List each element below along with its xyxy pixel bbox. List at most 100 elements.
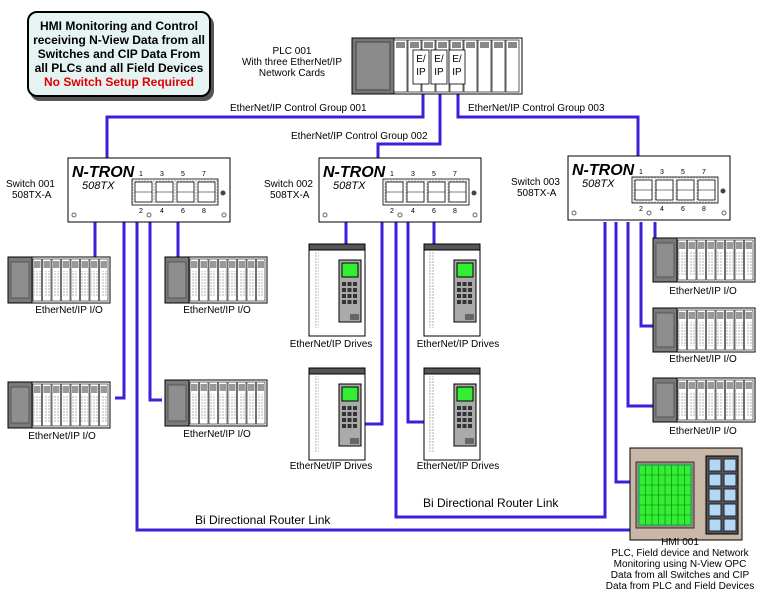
enip-card-text-bottom: IP: [434, 67, 444, 78]
drive-keypad-key: [342, 300, 346, 304]
drive-keypad-key: [462, 412, 467, 416]
io-module-terminal: [210, 394, 217, 420]
link-sw2-drive-3: [362, 222, 384, 426]
io-rack-power-face: [655, 382, 675, 418]
io-module-led-strip: [745, 382, 752, 389]
io-module-led-strip: [745, 242, 752, 249]
io-module-terminal: [53, 396, 60, 422]
plc-001: E/IPE/IPE/IP: [351, 37, 523, 95]
io-module-led-strip: [679, 382, 686, 389]
io-module-led-strip: [229, 261, 236, 268]
io-module-terminal: [53, 271, 60, 297]
io-module-terminal: [229, 394, 236, 420]
drive-keypad-key: [462, 294, 467, 298]
drive-display: [456, 262, 474, 278]
io-module-terminal: [81, 271, 88, 297]
switch-port-number-bottom: 4: [160, 208, 164, 215]
io-module-led-strip: [257, 384, 264, 391]
io-module-led-strip: [34, 386, 41, 393]
switch-port-number-top: 5: [681, 169, 685, 176]
drive-keypad-key: [353, 294, 357, 298]
drive-side-vent: [429, 252, 434, 328]
hmi-key: [723, 458, 737, 472]
drive-keypad-key: [468, 300, 472, 304]
switch-brand-logo: N-TRON: [72, 164, 135, 181]
callout-highlight: No Switch Setup Required: [43, 75, 194, 89]
switch-port-number-bottom: 4: [411, 208, 415, 215]
hmi-label: HMI 001 PLC, Field device and Network Mo…: [600, 537, 760, 592]
io-module-terminal: [219, 271, 226, 297]
drive-4: [423, 367, 481, 461]
io-module-terminal: [229, 271, 236, 297]
group-002-label: EtherNet/IP Control Group 002: [291, 131, 428, 142]
io-module-terminal: [707, 252, 714, 276]
drive-keypad-key: [457, 418, 461, 422]
drive-keypad-key: [353, 288, 357, 292]
io-module-led-strip: [717, 382, 724, 389]
io-module-led-strip: [200, 384, 207, 391]
io-rack-power-face: [655, 242, 675, 278]
io-module-led-strip: [238, 384, 245, 391]
enip-card-2: E/IP: [430, 49, 448, 85]
drive-2: [423, 243, 481, 337]
drive-top-bar: [423, 367, 481, 375]
io-module-terminal: [745, 392, 752, 416]
io-module-led-strip: [219, 261, 226, 268]
io-module-led-strip: [53, 386, 60, 393]
switch-screw: [146, 212, 152, 218]
drive-keypad-key: [347, 282, 352, 286]
switch-model-text: 508TX: [582, 178, 615, 190]
drive-connector: [350, 438, 359, 444]
io-module-led-strip: [81, 261, 88, 268]
io-module-terminal: [679, 252, 686, 276]
switch-status-led: [471, 190, 477, 196]
switch-screw: [472, 212, 478, 218]
io-rack-6: [652, 307, 756, 353]
hmi-key: [708, 518, 722, 532]
callout-line-3: Switches and CIP Data From: [37, 47, 201, 61]
io-module-led-strip: [736, 382, 743, 389]
drive-label-2: EtherNet/IP Drives: [416, 339, 500, 350]
io-module-terminal: [34, 396, 41, 422]
io-module-terminal: [745, 322, 752, 346]
io-module-led-strip: [53, 261, 60, 268]
io-module-led-strip: [745, 312, 752, 319]
drive-keypad-key: [353, 418, 357, 422]
drive-display: [456, 386, 474, 402]
io-module-led-strip: [248, 384, 255, 391]
io-module-led-strip: [257, 261, 264, 268]
drive-keypad-key: [342, 406, 346, 410]
io-module-terminal: [688, 322, 695, 346]
hmi-001: [629, 447, 743, 541]
router-link-label-1: Bi Directional Router Link: [195, 513, 331, 527]
switch-port-number-bottom: 6: [432, 208, 436, 215]
drive-keypad-key: [347, 288, 352, 292]
switch-status-led: [220, 190, 226, 196]
switch-screw: [397, 212, 403, 218]
io-module-led-strip: [191, 384, 198, 391]
plc-slot: [393, 39, 408, 93]
io-module-terminal: [679, 322, 686, 346]
io-module-led-strip: [72, 386, 79, 393]
drive-keypad-key: [347, 412, 352, 416]
plc-slot-led: [410, 42, 419, 48]
plc-label: PLC 001 With three EtherNet/IP Network C…: [232, 46, 352, 79]
drive-keypad-key: [457, 424, 461, 428]
io-module-terminal: [726, 392, 733, 416]
io-rack-power-face: [655, 312, 675, 348]
drive-display: [341, 386, 359, 402]
drive-keypad-key: [457, 412, 461, 416]
switch-002-label: Switch 002 508TX-A: [264, 179, 313, 201]
plc-slot: [477, 39, 492, 93]
io-module-terminal: [91, 396, 98, 422]
switch-001-name: Switch 001: [6, 179, 55, 190]
io-module-led-strip: [688, 242, 695, 249]
io-label-7: EtherNet/IP I/O: [669, 426, 737, 437]
plc-slot-led: [424, 42, 433, 48]
link-sw1-io-4: [148, 222, 162, 402]
plc-slot: [491, 39, 506, 93]
io-rack-power-face: [167, 261, 187, 299]
io-module-led-strip: [698, 242, 705, 249]
enip-card-text-top: E/: [452, 54, 462, 65]
drive-side-vent: [314, 376, 319, 452]
